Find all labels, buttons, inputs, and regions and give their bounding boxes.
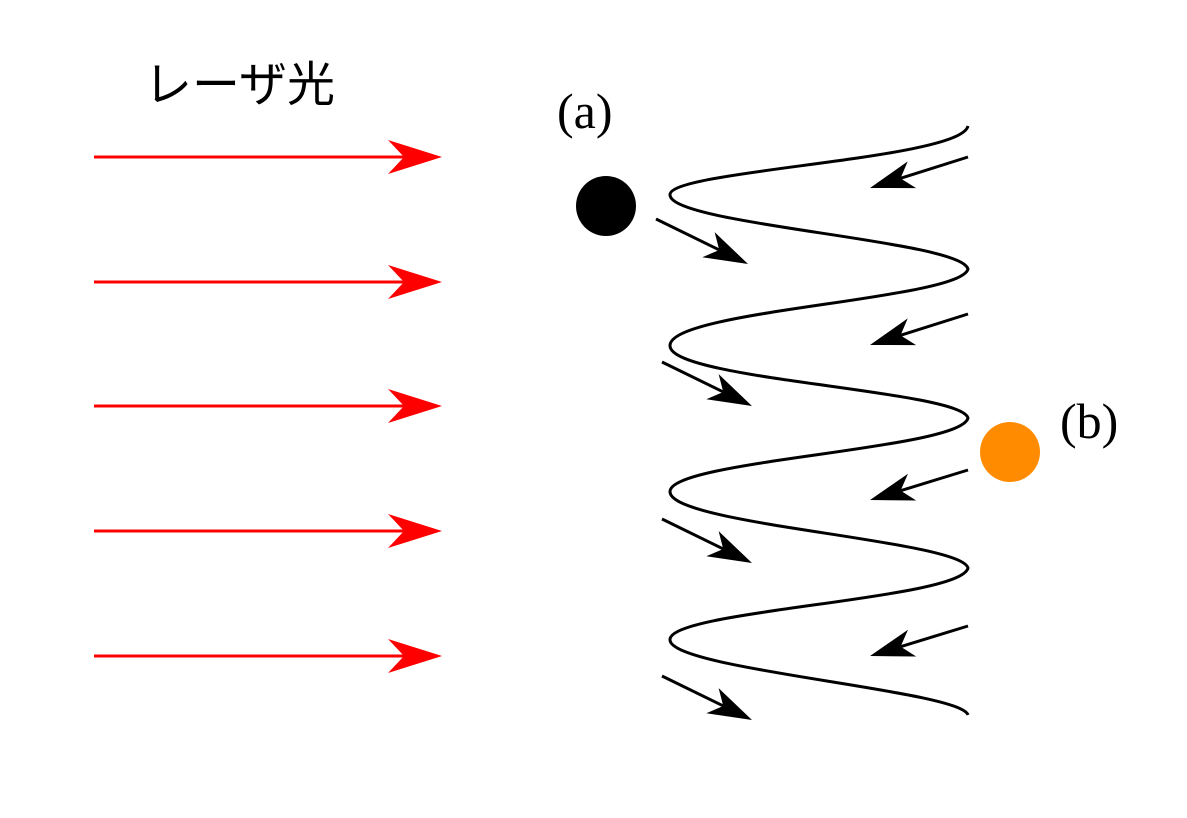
motion-arrow-inward	[870, 468, 969, 501]
laser-arrow	[94, 514, 442, 548]
motion-arrow-outward	[661, 360, 752, 406]
laser-arrow	[94, 639, 442, 673]
laser-arrow	[94, 265, 442, 299]
motion-arrow-inward	[870, 312, 969, 346]
laser-arrow	[94, 140, 442, 174]
motion-arrow-inward	[870, 624, 969, 657]
particle-a-label: (a)	[557, 83, 613, 139]
motion-arrow-outward	[661, 674, 752, 720]
laser-arrow	[94, 389, 442, 423]
particle-a	[576, 176, 636, 236]
motion-arrow-outward	[655, 217, 748, 264]
motion-arrow-outward	[661, 517, 752, 563]
wave-line	[668, 125, 970, 716]
particle-b	[980, 422, 1040, 482]
particle-b-label: (b)	[1060, 393, 1119, 449]
laser-light-label: レーザ光	[144, 59, 336, 112]
laser-arrows	[94, 140, 442, 673]
motion-arrow-inward	[870, 155, 969, 189]
motion-arrows	[655, 155, 969, 720]
